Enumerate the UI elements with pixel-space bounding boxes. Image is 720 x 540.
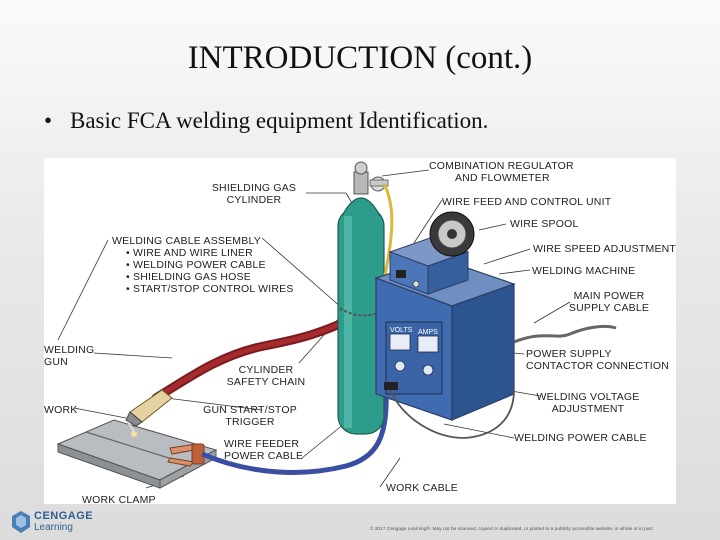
label-shielding-gas-cylinder: SHIELDING GAS CYLINDER <box>199 182 309 206</box>
label-voltage-line1: WELDING VOLTAGE <box>536 391 640 403</box>
label-shielding-gas-line2: CYLINDER <box>226 194 282 206</box>
label-wca-item: • START/STOP CONTROL WIRES <box>126 283 294 295</box>
label-welding-cable-assembly: WELDING CABLE ASSEMBLY • WIRE AND WIRE L… <box>112 235 294 295</box>
label-chain-line2: SAFETY CHAIN <box>226 376 306 388</box>
label-main-power-line1: MAIN POWER <box>573 290 645 302</box>
label-feeder-line1: WIRE FEEDER <box>224 438 300 450</box>
welding-gun <box>125 389 173 437</box>
label-wca-title: WELDING CABLE ASSEMBLY <box>112 235 261 247</box>
label-wire-spool: WIRE SPOOL <box>510 218 579 230</box>
work-clamp <box>167 443 205 467</box>
feeder-power-cable <box>389 389 515 439</box>
bullet-symbol: • <box>44 108 53 133</box>
label-power-supply-contactor: POWER SUPPLY CONTACTOR CONNECTION <box>526 348 669 372</box>
bullet-text: Basic FCA welding equipment Identificati… <box>70 108 489 133</box>
label-trigger-line1: GUN START/STOP <box>203 404 297 416</box>
label-combination-regulator-line2: AND FLOWMETER <box>455 172 550 184</box>
copyright-notice: © 2017 Cengage Learning®. May not be sca… <box>370 527 654 532</box>
label-main-power-supply-cable: MAIN POWER SUPPLY CABLE <box>564 290 654 314</box>
label-trigger-line2: TRIGGER <box>225 416 275 428</box>
label-welding-gun: WELDING GUN <box>44 344 94 368</box>
slide-title: INTRODUCTION (cont.) <box>187 40 533 76</box>
label-wire-feed-control-unit: WIRE FEED AND CONTROL UNIT <box>442 196 612 208</box>
work-cable <box>201 389 389 475</box>
label-voltage-line2: ADJUSTMENT <box>551 403 625 415</box>
label-work: WORK <box>44 404 78 416</box>
label-welding-machine: WELDING MACHINE <box>532 265 636 277</box>
label-wca-item: • SHIELDING GAS HOSE <box>126 271 251 283</box>
cengage-logo: CENGAGE Learning <box>12 510 102 536</box>
wire-feed-unit <box>388 237 470 295</box>
label-wire-speed-adjustment: WIRE SPEED ADJUSTMENT <box>533 243 676 255</box>
label-contactor-line1: POWER SUPPLY <box>526 348 612 360</box>
label-welding-gun-line2: GUN <box>44 356 68 368</box>
label-welding-gun-line1: WELDING <box>44 344 95 356</box>
label-wca-item: • WELDING POWER CABLE <box>126 259 266 271</box>
label-wca-item: • WIRE AND WIRE LINER <box>126 247 253 259</box>
label-welding-power-cable: WELDING POWER CABLE <box>514 432 647 444</box>
label-combination-regulator: COMBINATION REGULATOR AND FLOWMETER <box>429 160 574 184</box>
label-work-cable: WORK CABLE <box>386 482 459 494</box>
diagram-illustration: VOLTS AMPS <box>56 161 617 489</box>
label-wire-feeder-power-cable: WIRE FEEDER POWER CABLE <box>224 438 303 462</box>
logo-brand-line2: Learning <box>34 522 73 533</box>
panel-amps-label: AMPS <box>418 329 438 336</box>
label-contactor-line2: CONTACTOR CONNECTION <box>526 360 670 372</box>
wire-spool-shape <box>429 211 475 257</box>
label-gun-trigger: GUN START/STOP TRIGGER <box>202 404 298 428</box>
logo-brand-line1: CENGAGE <box>34 510 94 522</box>
label-combination-regulator-line1: COMBINATION REGULATOR <box>429 160 574 172</box>
welding-equipment-diagram: VOLTS AMPS SHIELDING GAS CYLINDER COMBIN… <box>44 158 676 504</box>
label-shielding-gas-line1: SHIELDING GAS <box>211 182 297 194</box>
label-welding-voltage-adjustment: WELDING VOLTAGE ADJUSTMENT <box>532 391 644 415</box>
label-cylinder-safety-chain: CYLINDER SAFETY CHAIN <box>226 364 306 388</box>
panel-volts-label: VOLTS <box>390 327 413 334</box>
cengage-logo-icon <box>12 511 30 533</box>
main-power-cable <box>513 324 617 344</box>
label-main-power-line2: SUPPLY CABLE <box>568 302 650 314</box>
bullet-item: • Basic FCA welding equipment Identificat… <box>44 108 488 134</box>
label-feeder-line2: POWER CABLE <box>224 450 304 462</box>
label-chain-line1: CYLINDER <box>238 364 294 376</box>
label-work-clamp: WORK CLAMP <box>82 494 156 504</box>
